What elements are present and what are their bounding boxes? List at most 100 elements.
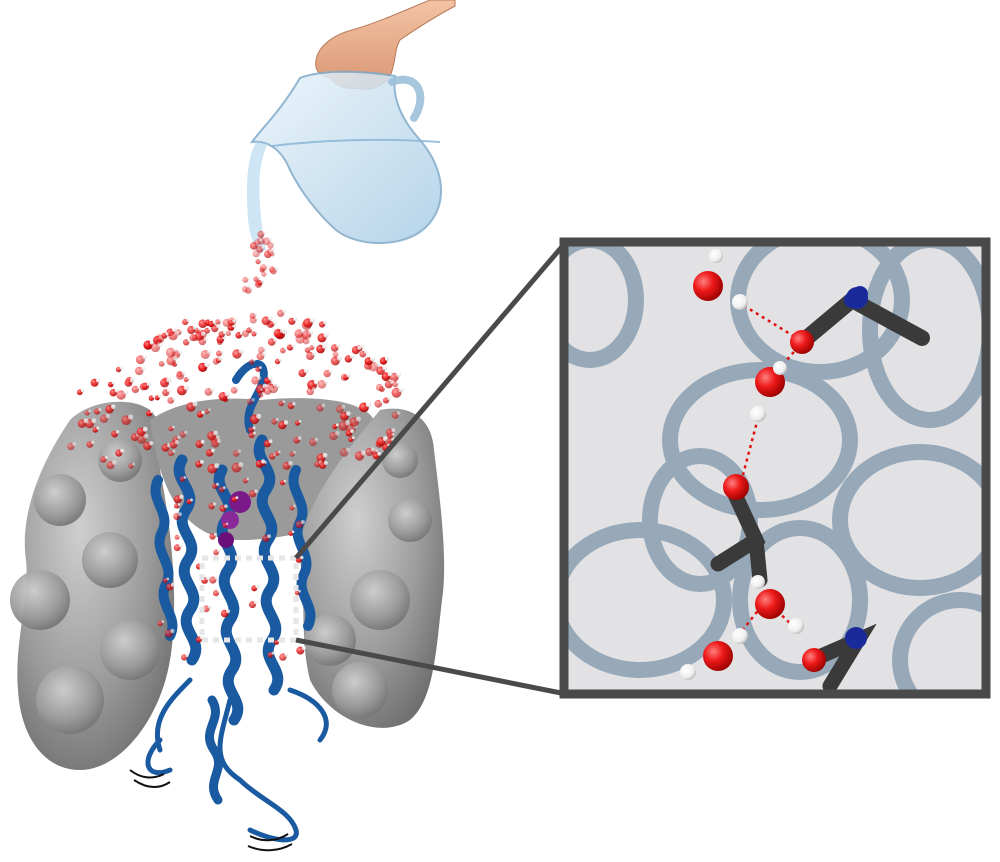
water-hydrogen [149,441,154,446]
water-hydrogen [303,368,309,373]
water-hydrogen [213,532,218,537]
water-hydrogen [190,498,193,502]
water-hydrogen [309,317,315,323]
water-hydrogen [361,450,367,456]
water-hydrogen [335,431,340,436]
water-hydrogen [271,241,276,246]
water-hydrogen [96,426,100,430]
water-hydrogen [307,337,311,341]
water-hydrogen [395,372,401,378]
water-stream [246,142,268,254]
membrane-surface [10,398,445,770]
water-hydrogen [212,320,216,324]
helix-icon [173,454,202,666]
water-hydrogen [141,354,147,360]
water-hydrogen [98,408,102,412]
water-hydrogen [174,330,180,336]
water-hydrogen [142,426,148,432]
water-hydrogen [232,319,236,323]
water-hydrogen [298,420,302,423]
water-hydrogen [146,382,151,387]
water-hydrogen [253,600,258,605]
water-hydrogen [208,327,212,331]
water-molecules [67,230,404,661]
water-hydrogen [122,389,129,395]
water-hydrogen [308,329,314,335]
water-hydrogen [170,628,175,634]
water-hydrogen [172,449,176,454]
water-hydrogen [179,494,184,500]
water-hydrogen [275,417,279,422]
water-hydrogen [178,534,181,538]
water-hydrogen [293,317,298,322]
water-hydrogen [80,389,85,393]
water-hydrogen [257,276,261,280]
water-hydrogen [96,378,101,383]
water-hydrogen [224,504,228,509]
water-hydrogen [268,439,273,444]
water-hydrogen [282,400,286,404]
water-hydrogen [261,391,265,395]
water-hydrogen [311,387,316,392]
water-hydrogen [91,418,97,424]
water-hydrogen [162,360,166,364]
water-hydrogen [226,609,231,614]
water-hydrogen [267,236,273,242]
inset-frame [559,237,991,699]
water-hydrogen [187,338,191,343]
water-hydrogen [250,326,254,331]
water-hydrogen [293,504,296,508]
water-hydrogen [217,589,221,593]
water-hydrogen [186,318,190,322]
water-hydrogen [177,503,181,506]
water-hydrogen [253,312,258,316]
water-hydrogen [383,385,386,389]
water-hydrogen [185,653,189,658]
water-hydrogen [178,512,182,517]
water-hydrogen [217,357,221,362]
water-hydrogen [111,381,115,385]
water-hydrogen [255,584,259,589]
water-hydrogen [298,589,301,593]
water-hydrogen [377,452,382,456]
water-hydrogen [301,646,307,651]
water-hydrogen [323,379,329,385]
highlight-box [199,555,299,643]
water-hydrogen [252,358,256,362]
water-hydrogen [336,343,341,348]
water-hydrogen [238,348,244,354]
water-hydrogen [349,354,354,359]
water-hydrogen [254,315,259,320]
water-hydrogen [200,439,205,445]
water-hydrogen [197,327,201,331]
water-hydrogen [181,371,186,376]
water-hydrogen [269,385,274,391]
water-hydrogen [291,530,295,534]
water-hydrogen [379,399,384,404]
water-hydrogen [214,463,220,469]
water-hydrogen [91,440,95,445]
water-hydrogen [216,482,220,486]
water-hydrogen [323,332,329,338]
water-hydrogen [204,362,210,368]
water-hydrogen [192,325,198,330]
water-hydrogen [260,388,264,392]
water-hydrogen [152,395,156,399]
water-hydrogen [350,429,354,434]
water-hydrogen [375,361,381,367]
water-hydrogen [88,409,92,413]
water-hydrogen [267,534,272,539]
water-hydrogen [143,433,149,439]
water-hydrogen [165,332,169,336]
water-hydrogen [300,520,305,525]
inset-atoms [680,249,868,680]
water-hydrogen [246,276,250,280]
water-hydrogen [129,378,135,383]
water-hydrogen [365,401,372,408]
water-hydrogen [264,263,269,268]
water-hydrogen [255,330,258,334]
water-hydrogen [387,396,391,401]
water-hydrogen [218,318,222,322]
water-hydrogen [229,330,233,334]
